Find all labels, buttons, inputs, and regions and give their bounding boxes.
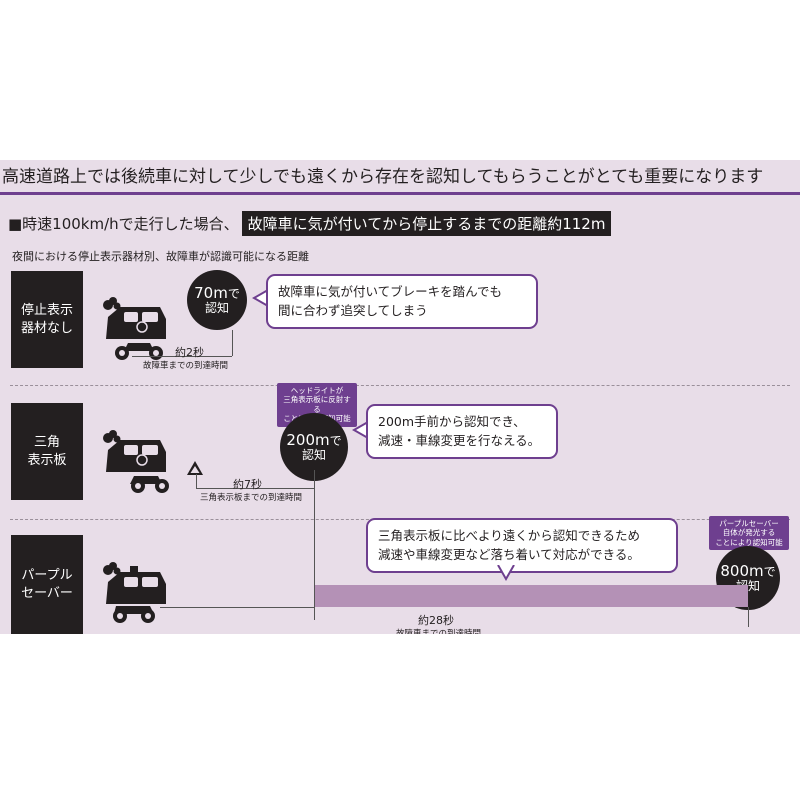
headline: 高速道路上では後続車に対して少しでも遠くから存在を認知してもらうことがとても重要…	[0, 160, 800, 195]
time-line	[196, 488, 314, 489]
distance-value: 800m	[720, 562, 764, 581]
row-separator	[10, 385, 790, 386]
broken-car-with-motorcycle-icon	[103, 297, 166, 360]
time-note: 三角表示板までの到達時間	[200, 493, 303, 503]
glow-tag: パープルセーバー 自体が発光する ことにより認知可能	[709, 516, 789, 551]
distance-value: 200m	[286, 431, 330, 450]
distance-value: 70m	[194, 284, 228, 303]
time-note: 故障車までの到達時間	[143, 361, 229, 371]
time-line	[132, 356, 232, 357]
headline-rule	[0, 192, 800, 195]
row-label-none: 停止表示 器材なし	[11, 271, 83, 368]
time-line-end	[232, 330, 233, 356]
distance-suffix: で	[763, 565, 776, 580]
row-label-triangle: 三角 表示板	[11, 403, 83, 500]
time-line	[160, 607, 315, 608]
subtitle-lead: ■時速100km/hで走行した場合、	[8, 214, 239, 233]
speech-bubble-purple-saver: 三角表示板に比べより遠くから認知できるため 減速や車線変更など落ち着いて対応がで…	[366, 518, 678, 573]
distance-circle-200m: 200mで 認知	[280, 413, 348, 481]
recognize-label: 認知	[301, 448, 326, 463]
speech-bubble-none: 故障車に気が付いてブレーキを踏んでも 間に合わず追突してしまう	[266, 274, 538, 329]
subtitle-highlight: 故障車に気が付いてから停止するまでの距離約112m	[241, 210, 612, 236]
time-value: 約28秒	[418, 614, 454, 627]
distance-suffix: で	[227, 287, 240, 302]
time-value: 約7秒	[233, 478, 262, 491]
time-line-start	[196, 474, 197, 488]
warning-triangle-icon	[187, 461, 203, 475]
distance-circle-70m: 70mで 認知	[187, 270, 247, 330]
bottom-margin	[0, 634, 800, 800]
caption: 夜間における停止表示器材別、故障車が認識可能になる距離	[12, 250, 309, 263]
distance-suffix: で	[329, 434, 342, 449]
recognize-label: 認知	[204, 301, 229, 316]
bubble-pointer	[252, 289, 268, 307]
speech-bubble-triangle: 200m手前から認知でき、 減速・車線変更を行なえる。	[366, 404, 558, 459]
row-label-purple-saver: パープル セーバー	[11, 535, 83, 634]
bubble-pointer	[497, 565, 515, 581]
broken-car-with-motorcycle-icon	[103, 562, 166, 623]
headline-text: 高速道路上では後続車に対して少しでも遠くから存在を認知してもらうことがとても重要…	[2, 167, 764, 187]
time-value: 約2秒	[175, 346, 204, 359]
subtitle: ■時速100km/hで走行した場合、 故障車に気が付いてから停止するまでの距離約…	[8, 210, 612, 236]
broken-car-with-motorcycle-icon	[103, 430, 169, 493]
purple-saver-extra-range-bar	[315, 585, 748, 607]
time-line-end	[314, 470, 315, 620]
distance-circle-800m: 800mで 認知	[716, 546, 780, 610]
bubble-pointer	[352, 421, 368, 439]
time-line-end	[748, 607, 749, 627]
